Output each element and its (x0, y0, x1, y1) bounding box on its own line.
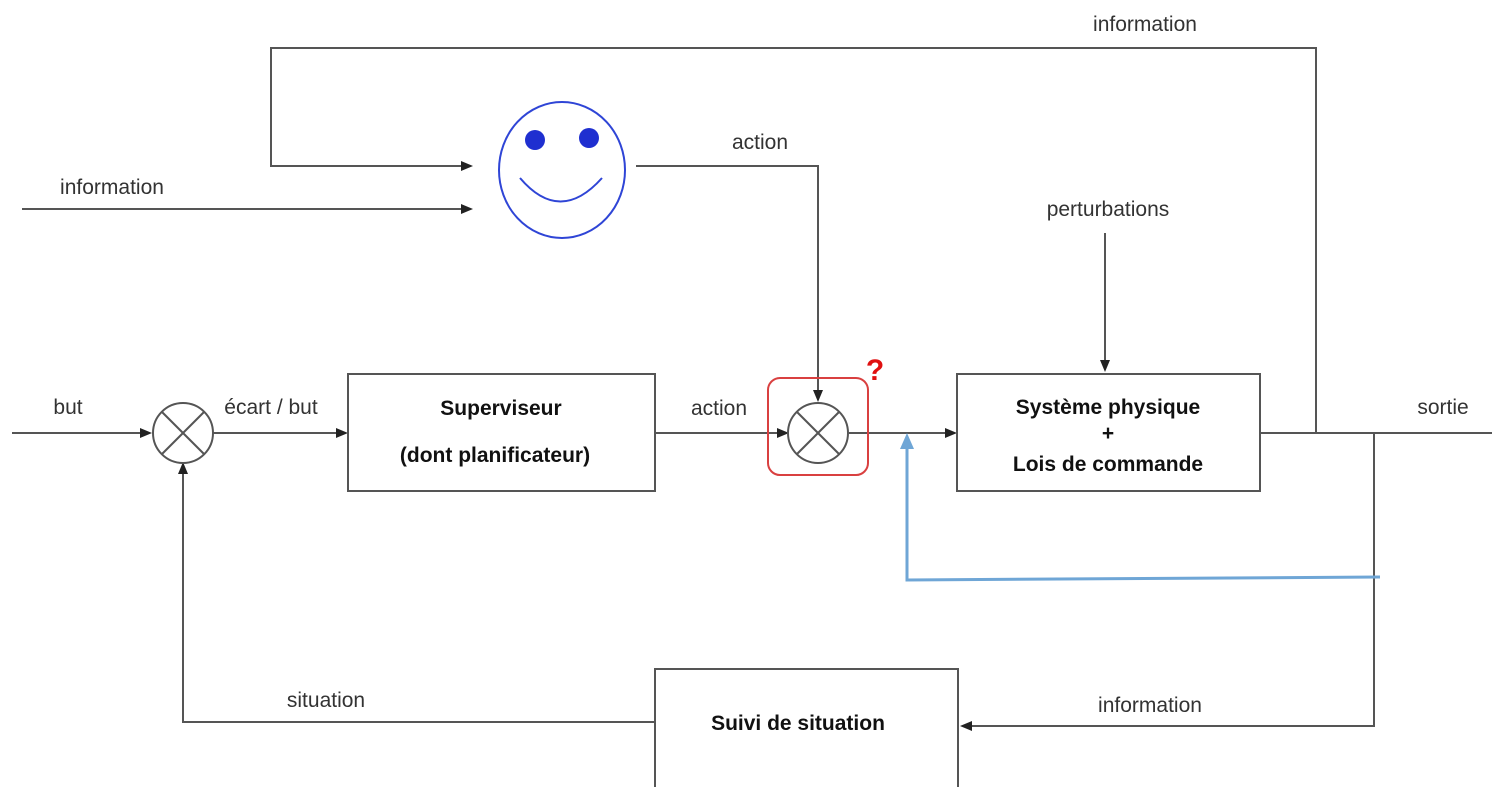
action-mid-arrowhead (777, 428, 789, 438)
situation-arrowhead (178, 462, 188, 474)
top-information-label: information (1093, 13, 1197, 36)
bottom-information-arrowhead (960, 721, 972, 731)
systeme-plus: + (1102, 422, 1114, 445)
bottom-information-wire (968, 433, 1375, 727)
sortie-label: sortie (1417, 396, 1468, 419)
situation-label: situation (287, 689, 365, 712)
action-mid-label: action (691, 397, 747, 420)
situation-wire (182, 470, 655, 723)
but-label: but (53, 396, 82, 419)
action-top-arrowhead (813, 390, 823, 402)
smiley-left-eye (525, 130, 545, 150)
ecart-but-label: écart / but (224, 396, 318, 419)
superviseur-box (347, 373, 656, 492)
smiley-face-icon (498, 101, 626, 239)
action-top-label: action (732, 131, 788, 154)
top-information-wire (270, 47, 1317, 433)
action-top-wire (636, 165, 819, 393)
question-mark: ? (866, 354, 884, 387)
junction-to-system-arrowhead (945, 428, 957, 438)
superviseur-title: Superviseur (440, 397, 561, 420)
added-blue-arrowhead (900, 433, 914, 449)
smiley-mouth (519, 177, 603, 203)
summing-junction-icon (152, 402, 214, 464)
systeme-title: Système physique (1016, 396, 1200, 419)
suivi-title: Suivi de situation (711, 712, 885, 735)
systeme-box (956, 373, 1261, 492)
smiley-right-eye (579, 128, 599, 148)
perturbations-arrowhead (1100, 360, 1110, 372)
summing-junction-icon (787, 402, 849, 464)
systeme-subtitle: Lois de commande (1013, 453, 1203, 476)
top-information-arrowhead (461, 161, 473, 171)
perturbations-label: perturbations (1047, 198, 1170, 221)
superviseur-subtitle: (dont planificateur) (400, 444, 590, 467)
bottom-information-label: information (1098, 694, 1202, 717)
left-information-arrowhead (461, 204, 473, 214)
but-arrowhead (140, 428, 152, 438)
highlight-box (767, 377, 869, 476)
left-information-label: information (60, 176, 164, 199)
suivi-box (654, 668, 959, 787)
added-blue-feedback-line (905, 447, 1381, 582)
ecart-arrowhead (336, 428, 348, 438)
